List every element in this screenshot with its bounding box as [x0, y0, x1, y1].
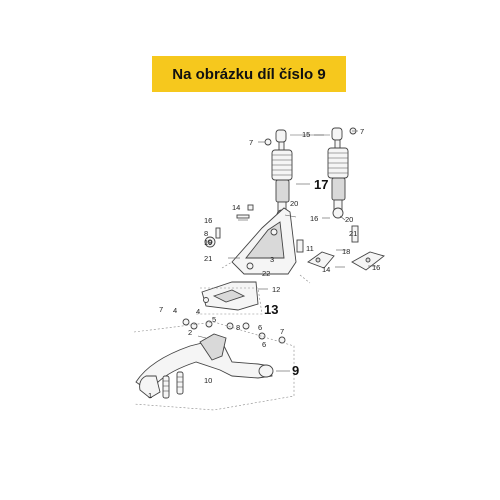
- spring-1: [162, 375, 170, 399]
- washer-set: [182, 318, 286, 344]
- callout-16-mid: 16: [310, 214, 318, 223]
- callout-labels: 7 15 7 17 20 20 16 14 16 8 19 21 3 22 11…: [148, 127, 380, 400]
- main-stand: [135, 333, 274, 399]
- callout-9: 9: [292, 363, 299, 378]
- callout-20-right: 20: [345, 215, 353, 224]
- callout-8-center: 8: [236, 323, 240, 332]
- swing-frame-bracket: [231, 207, 297, 275]
- callout-21-right: 21: [349, 229, 357, 238]
- nut-14: [247, 204, 254, 211]
- callout-8: 8: [204, 229, 208, 238]
- shock-absorber-right: [327, 127, 349, 219]
- callout-12: 12: [272, 285, 280, 294]
- callout-6-upper: 6: [258, 323, 262, 332]
- spring-10: [176, 371, 184, 395]
- callout-7-right: 7: [280, 327, 284, 336]
- callout-4-center: 4: [196, 307, 200, 316]
- shock-absorber-left: [271, 129, 293, 221]
- callout-15: 15: [302, 130, 310, 139]
- callout-19: 19: [204, 238, 212, 247]
- callout-18: 18: [342, 247, 350, 256]
- callout-10: 10: [204, 376, 212, 385]
- page-title: Na obrázku díl číslo 9: [172, 65, 326, 83]
- leader-lines: [197, 130, 376, 372]
- callout-3: 3: [270, 255, 274, 264]
- callout-14-top: 14: [232, 203, 240, 212]
- callout-14-right: 14: [322, 265, 330, 274]
- callout-13: 13: [264, 302, 278, 317]
- callout-1: 1: [148, 391, 152, 400]
- frame-plate-13: [201, 281, 259, 311]
- mount-plate-18: [307, 251, 385, 271]
- callout-4-left: 4: [173, 306, 177, 315]
- bolt-8: [215, 227, 221, 239]
- washer-top-left: [264, 138, 272, 146]
- callout-16-right: 16: [372, 263, 380, 272]
- bracket-11: [296, 225, 359, 253]
- callout-21-left: 21: [204, 254, 212, 263]
- callout-2: 2: [188, 328, 192, 337]
- callout-22: 22: [262, 269, 270, 278]
- bushing-19: [204, 236, 216, 248]
- callout-7-top-left: 7: [249, 138, 253, 147]
- callout-7-mid: 7: [159, 305, 163, 314]
- callout-7-top-right: 7: [360, 127, 364, 136]
- callout-5: 5: [212, 315, 216, 324]
- callout-6-lower: 6: [262, 340, 266, 349]
- title-banner: Na obrázku díl číslo 9: [152, 56, 346, 92]
- callout-16-left: 16: [204, 216, 212, 225]
- callout-17: 17: [314, 177, 328, 192]
- bolt-16a: [236, 214, 250, 219]
- callout-11: 11: [306, 244, 314, 253]
- callout-20-left: 20: [290, 199, 298, 208]
